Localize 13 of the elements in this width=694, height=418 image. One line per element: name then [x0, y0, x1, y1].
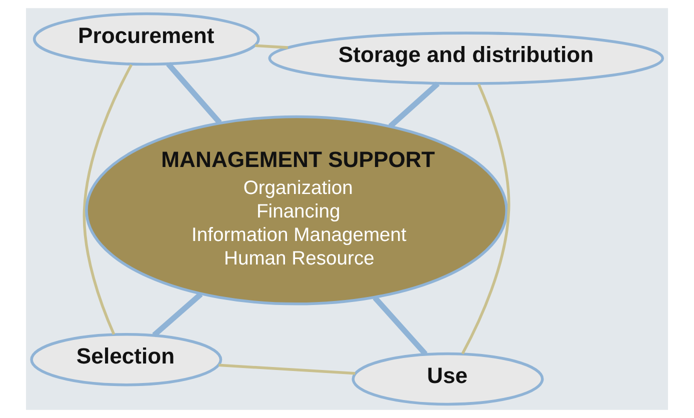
- connector: [166, 62, 222, 124]
- node-ellipse: Use: [352, 352, 544, 406]
- connector: [218, 364, 356, 375]
- node-ellipse: Storage and distribution: [268, 32, 664, 85]
- connector: [388, 82, 440, 128]
- connector: [255, 44, 288, 49]
- connector: [152, 292, 203, 338]
- connector: [372, 296, 428, 356]
- connector: [82, 64, 133, 335]
- node-ellipse: Selection: [30, 332, 222, 386]
- node-ellipse: Procurement: [32, 12, 260, 66]
- node-ellipse: MANAGEMENT SUPPORT Organization Financing Information Management Human Resource: [85, 115, 508, 306]
- connector: [461, 83, 510, 354]
